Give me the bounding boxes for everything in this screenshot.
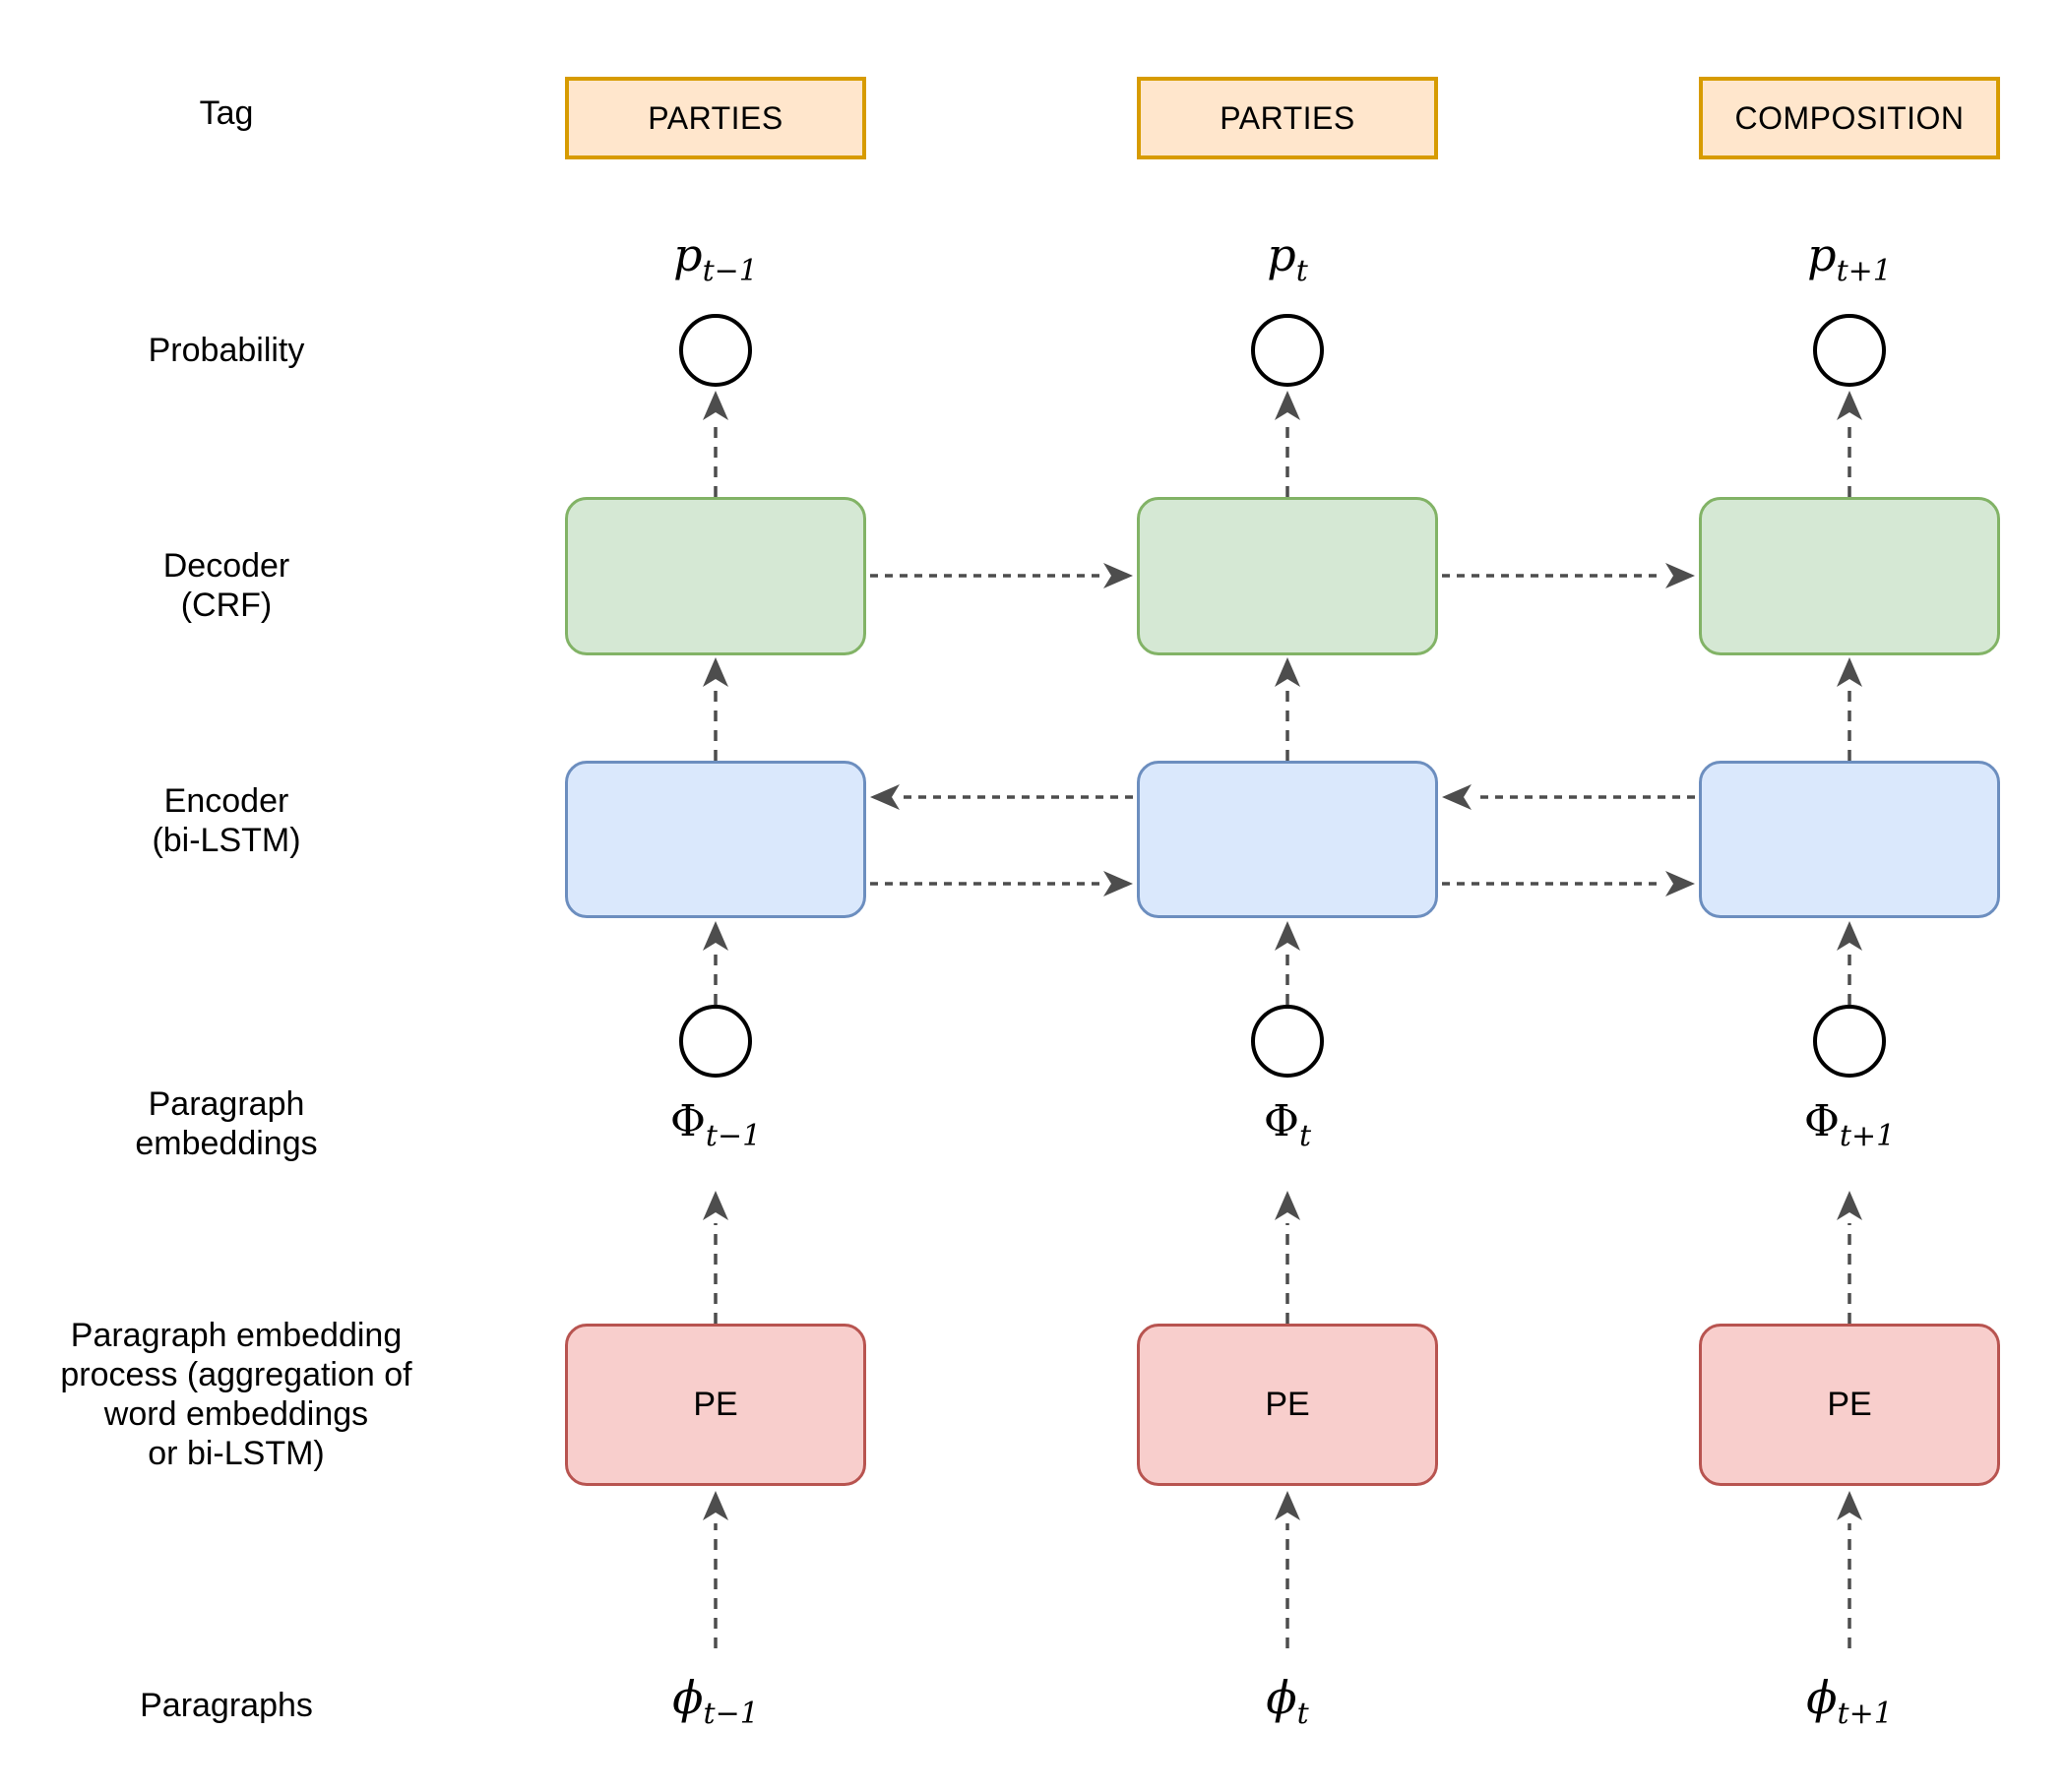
p-label-col1: pt−1 (565, 228, 866, 288)
embedding-node-col3 (1813, 1005, 1886, 1078)
pe-box-col1: PE (565, 1324, 866, 1486)
phi-subscript: t (1299, 1119, 1312, 1153)
decoder-box-col1 (565, 497, 866, 655)
row-label-paragraph-embeddings-line1: Paragraph (148, 1085, 305, 1123)
row-label-embedding-process-line1: Paragraph embedding (70, 1317, 403, 1354)
row-label-embedding-process-line4: or bi-LSTM) (148, 1435, 325, 1472)
phi-symbol: Φ (1263, 1096, 1299, 1146)
encoder-box-col2 (1137, 761, 1438, 918)
probability-node-col3 (1813, 314, 1886, 387)
row-label-decoder-line1: Decoder (162, 547, 290, 585)
row-label-probability: Probability (148, 332, 305, 369)
row-label-encoder-line1: Encoder (163, 782, 289, 820)
embedding-node-col2 (1251, 1005, 1324, 1078)
phi-subscript: t−1 (705, 1119, 762, 1153)
phi-subscript: t+1 (1839, 1119, 1896, 1153)
decoder-box-col3 (1699, 497, 2000, 655)
row-label-embedding-process-line3: word embeddings (103, 1395, 369, 1433)
encoder-box-col1 (565, 761, 866, 918)
paragraph-subscript: t−1 (703, 1697, 759, 1731)
row-label-tag: Tag (199, 94, 254, 132)
paragraph-symbol: ϕ (1266, 1671, 1297, 1724)
tag-box-col3: COMPOSITION (1699, 77, 2000, 159)
p-subscript: t−1 (702, 254, 758, 288)
p-subscript: t+1 (1836, 254, 1892, 288)
row-label-paragraphs: Paragraphs (140, 1687, 313, 1724)
phi-symbol: Φ (1803, 1096, 1840, 1146)
paragraph-symbol: ϕ (672, 1671, 704, 1724)
row-label-decoder: Decoder (CRF) (30, 546, 423, 625)
phi-label-col1: Φt−1 (565, 1096, 866, 1153)
embedding-node-col1 (679, 1005, 752, 1078)
row-label-embedding-process: Paragraph embedding process (aggregation… (20, 1316, 453, 1473)
row-label-paragraph-embeddings-line2: embeddings (135, 1125, 318, 1162)
row-label-paragraph-embeddings: Paragraph embeddings (30, 1084, 423, 1163)
row-label-encoder: Encoder (bi-LSTM) (30, 781, 423, 860)
p-subscript: t (1295, 254, 1308, 288)
phi-symbol: Φ (669, 1096, 706, 1146)
encoder-box-col3 (1699, 761, 2000, 918)
decoder-box-col2 (1137, 497, 1438, 655)
p-symbol: p (1807, 228, 1837, 281)
pe-box-col3: PE (1699, 1324, 2000, 1486)
row-label-embedding-process-line2: process (aggregation of (60, 1356, 412, 1393)
p-symbol: p (673, 228, 703, 281)
paragraph-label-col1: ϕt−1 (565, 1671, 866, 1731)
paragraph-label-col3: ϕt+1 (1699, 1671, 2000, 1731)
arrowheads (703, 391, 1862, 1520)
phi-label-col2: Φt (1137, 1096, 1438, 1153)
p-label-col2: pt (1137, 228, 1438, 288)
paragraph-subscript: t+1 (1837, 1697, 1893, 1731)
paragraph-symbol: ϕ (1806, 1671, 1838, 1724)
tag-box-col2: PARTIES (1137, 77, 1438, 159)
paragraph-subscript: t (1296, 1697, 1309, 1731)
row-label-encoder-line2: (bi-LSTM) (152, 822, 301, 859)
p-label-col3: pt+1 (1699, 228, 2000, 288)
phi-label-col3: Φt+1 (1699, 1096, 2000, 1153)
paragraph-label-col2: ϕt (1137, 1671, 1438, 1731)
probability-node-col2 (1251, 314, 1324, 387)
probability-node-col1 (679, 314, 752, 387)
p-symbol: p (1267, 228, 1296, 281)
row-label-decoder-line2: (CRF) (180, 587, 273, 624)
pe-box-col2: PE (1137, 1324, 1438, 1486)
tag-box-col1: PARTIES (565, 77, 866, 159)
